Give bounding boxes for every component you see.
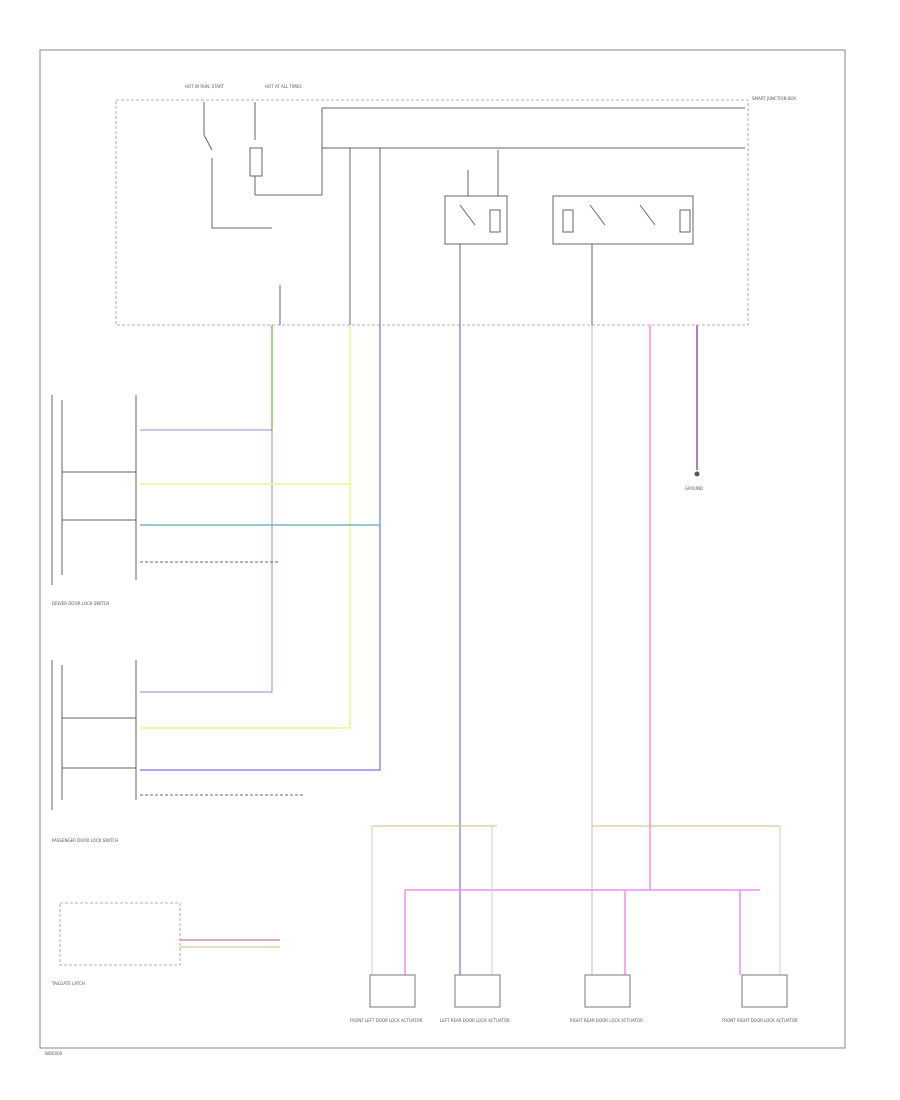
- wire-blue: [140, 325, 381, 771]
- motor-front-left: [369, 974, 416, 1008]
- driver-switch: [51, 395, 280, 585]
- footer-code: WD0000: [45, 1051, 63, 1056]
- motor-right-rear: [584, 974, 631, 1008]
- driver-switch-label: DRIVER DOOR LOCK SWITCH: [52, 601, 109, 606]
- module-box: [115, 99, 749, 326]
- wire-pink: [404, 325, 760, 975]
- ground-label: GROUND: [685, 486, 703, 491]
- relay-right: [552, 195, 694, 325]
- fuse-area: [203, 102, 745, 325]
- relay-left: [444, 150, 508, 325]
- left-rear-motor-label: LEFT REAR DOOR LOCK ACTUATOR: [440, 1018, 510, 1023]
- front-left-motor-label: FRONT LEFT DOOR LOCK ACTUATOR: [350, 1018, 423, 1023]
- right-rear-motor-label: RIGHT REAR DOOR LOCK ACTUATOR: [570, 1018, 643, 1023]
- wire-tan: [371, 825, 781, 975]
- ground-symbol: [694, 471, 700, 477]
- fuse-b-label: HOT AT ALL TIMES: [265, 84, 302, 89]
- smart-junction-label: SMART JUNCTION BOX: [752, 96, 796, 101]
- motor-front-right: [741, 974, 788, 1008]
- outer-frame: [39, 49, 846, 1049]
- passenger-switch: [51, 660, 305, 810]
- fuse-a-label: HOT IN RUN, START: [185, 84, 224, 89]
- wire-yellow: [140, 325, 351, 729]
- passenger-switch-label: PASSENGER DOOR LOCK SWITCH: [52, 838, 118, 843]
- tailgate-label: TAILGATE LATCH: [51, 981, 85, 986]
- motor-left-rear: [454, 974, 501, 1008]
- tailgate-block: [59, 902, 280, 966]
- wire-violet-driver: [140, 429, 273, 693]
- front-right-motor-label: FRONT RIGHT DOOR LOCK ACTUATOR: [722, 1018, 798, 1023]
